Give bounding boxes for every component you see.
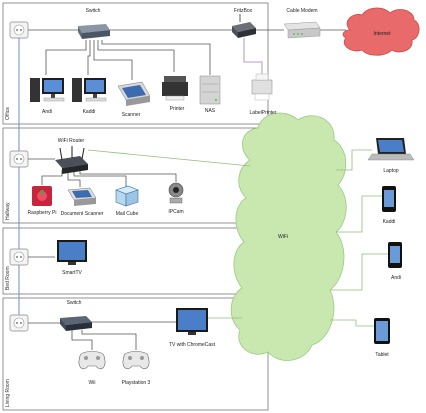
laptop: Laptop [367,138,415,174]
andi-pc: Andi [30,78,65,115]
phone-andi-label: Andi [391,275,401,281]
scanner-device: Scanner [117,81,151,118]
wifi-link-router [87,149,251,167]
fritzbox-label: FritzBox [234,8,253,14]
wifi-router: WiFi Router [55,138,88,174]
raspberry-pi: Raspberry Pi [28,186,57,216]
tv-chromecast: TV with ChromeCast [169,308,216,348]
playstation-console: Playstation 3 [122,351,151,386]
printer-label: Printer [170,106,185,112]
office-room-frame [2,2,269,125]
phone-kaddi-label: Kaddi [383,219,396,225]
office-switch: Switch [78,8,110,39]
ipcam-label: IPCam [168,209,183,215]
kaddi-pc-label: Kaddi [83,109,96,115]
livingroom-switch: Switch [60,300,92,331]
room-label-livingroom: Living Room [5,379,11,407]
wall-outlet-hallway [9,150,29,168]
smarttv-label: SmartTV [62,270,82,276]
tablet: Tablet [374,318,390,358]
document-scanner-label: Document Scanner [61,211,104,217]
playstation-label: Playstation 3 [122,380,151,386]
bedroom-room-frame [2,227,269,295]
cable-modem: Cable Modem [283,8,321,39]
room-label-hallway: Hallway [5,202,11,220]
wii-console: Wii [78,351,106,386]
livingroom-switch-label: Switch [67,300,82,306]
kaddi-pc: Kaddi [72,78,107,115]
livingroom-room-frame [2,297,269,411]
nas-device: NAS [199,75,221,114]
phone-andi: Andi [388,242,402,281]
labelprinter-label: LabelPrinter [250,110,277,116]
phone-kaddi: Kaddi [382,186,396,225]
hallway-cables [28,158,177,187]
tablet-label: Tablet [375,352,389,358]
laptop-label: Laptop [383,168,399,174]
internet-cloud: Internet [342,7,420,56]
andi-pc-label: Andi [42,109,52,115]
wall-outlet-livingroom [9,314,29,332]
scanner-label: Scanner [122,112,141,118]
nas-label: NAS [205,108,216,114]
wii-label: Wii [89,380,96,386]
wall-outlet-office [9,21,29,39]
wifi-cloud-label: WiFi [278,234,288,240]
room-label-bedroom: Bed Room [5,266,11,290]
document-scanner: Document Scanner [61,187,104,217]
office-cables [28,29,346,80]
mail-cube: Mail Cube [115,185,139,217]
internet-cloud-label: Internet [374,31,392,37]
tv-chromecast-label: TV with ChromeCast [169,342,216,348]
hallway-room-frame [2,127,269,224]
wifi-router-label: WiFi Router [58,138,85,144]
smarttv: SmartTV [57,240,87,276]
ipcam: IPCam [168,182,184,215]
room-label-office: Office [5,107,11,120]
livingroom-cables [28,321,176,350]
usb-cable-labelprinter [243,38,263,75]
raspberry-pi-label: Raspberry Pi [28,210,57,216]
wifi-cloud: WiFi [230,112,347,361]
office-switch-label: Switch [86,8,101,14]
cable-modem-label: Cable Modem [286,8,317,14]
wireless-client-links [330,149,388,327]
printer-device: Printer [162,76,188,112]
labelprinter-device: LabelPrinter [250,73,277,116]
mail-cube-label: Mail Cube [116,211,139,217]
fritzbox-router: FritzBox [232,8,256,38]
wall-outlet-bedroom [9,248,29,266]
